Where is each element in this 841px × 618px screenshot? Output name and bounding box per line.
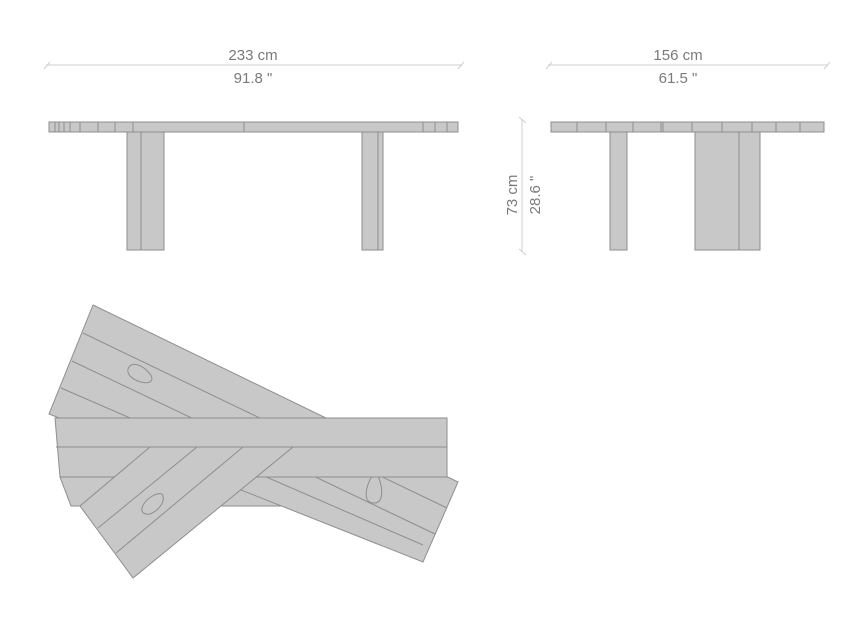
length-in-label: 91.8 " [234,70,273,87]
knot-2 [141,493,164,515]
width-cm-label: 156 cm [653,47,702,64]
width-in-label: 61.5 " [659,70,698,87]
width-dimension: 156 cm 61.5 " [545,47,831,87]
side-elevation [550,121,825,251]
top-view [48,304,459,579]
height-cm-label: 73 cm [504,175,521,216]
plank-rising [79,447,294,579]
height-dimension: 73 cm 28.6 " [504,116,544,256]
length-dimension: 233 cm 91.8 " [43,47,465,87]
length-cm-label: 233 cm [228,47,277,64]
knot-1 [127,364,153,384]
height-in-label: 28.6 " [527,176,544,215]
front-elevation [48,121,459,251]
